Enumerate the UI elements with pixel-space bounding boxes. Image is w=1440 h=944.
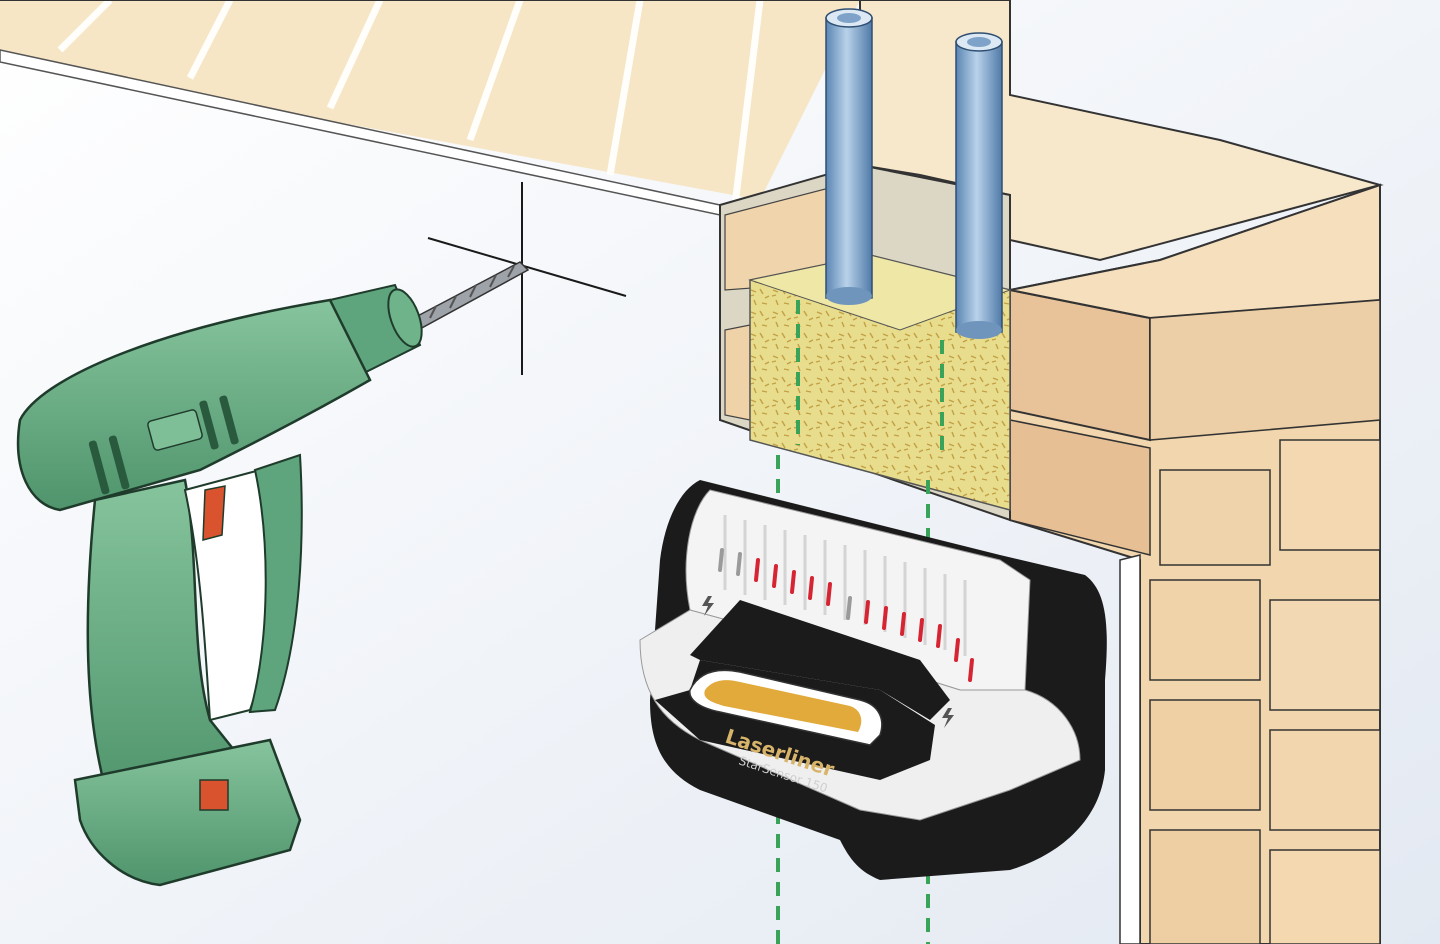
crosshair-mark — [427, 182, 627, 375]
lightning-icon — [942, 708, 954, 728]
detection-guide-lines — [776, 300, 944, 944]
wall-top-bricks — [0, 0, 860, 216]
lightning-icon — [702, 596, 714, 616]
cordless-drill-icon — [16, 261, 530, 887]
wall-detector-icon: Laserliner StarSensor 150 — [639, 480, 1107, 880]
water-pipe-icon — [825, 8, 1003, 339]
wall-cutout — [719, 163, 1012, 522]
sensor-pad — [704, 680, 862, 732]
